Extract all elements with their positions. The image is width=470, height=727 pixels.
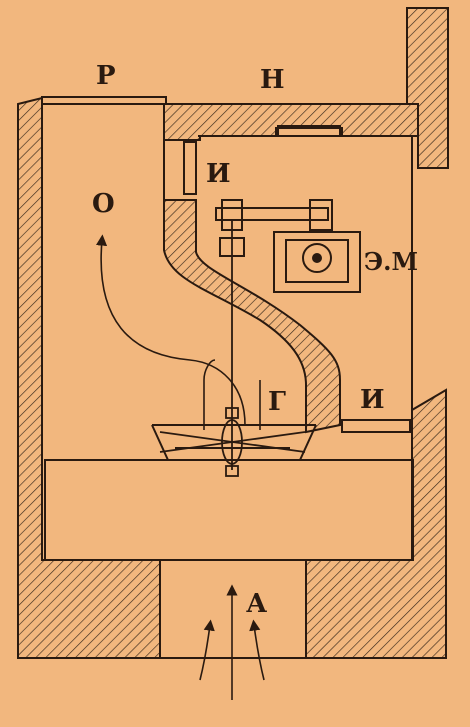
fan-rotor — [159, 220, 306, 477]
label-i-top: И — [206, 159, 231, 189]
label-a: А — [246, 589, 267, 619]
top-vent-p — [41, 96, 167, 105]
right-chimney — [406, 7, 449, 169]
electric-motor — [273, 231, 361, 293]
duct-wall — [163, 199, 341, 434]
walls — [17, 7, 449, 659]
label-i-right: И — [360, 385, 385, 415]
label-n: Н — [260, 65, 285, 95]
label-p: Р — [96, 61, 116, 91]
label-g: Г — [268, 387, 286, 417]
bottom-right-wall — [305, 388, 447, 659]
roof-vent-n — [277, 125, 341, 137]
roof-block — [163, 103, 419, 141]
airflow — [95, 234, 265, 700]
drive-linkage — [215, 199, 333, 257]
fan-chamber — [44, 459, 414, 561]
label-o: О — [92, 189, 115, 219]
right-vent — [341, 419, 411, 433]
label-em: Э.М — [364, 247, 418, 276]
left-wall — [17, 96, 161, 659]
inlet-duct — [159, 559, 307, 659]
side-vent-top — [183, 141, 197, 195]
